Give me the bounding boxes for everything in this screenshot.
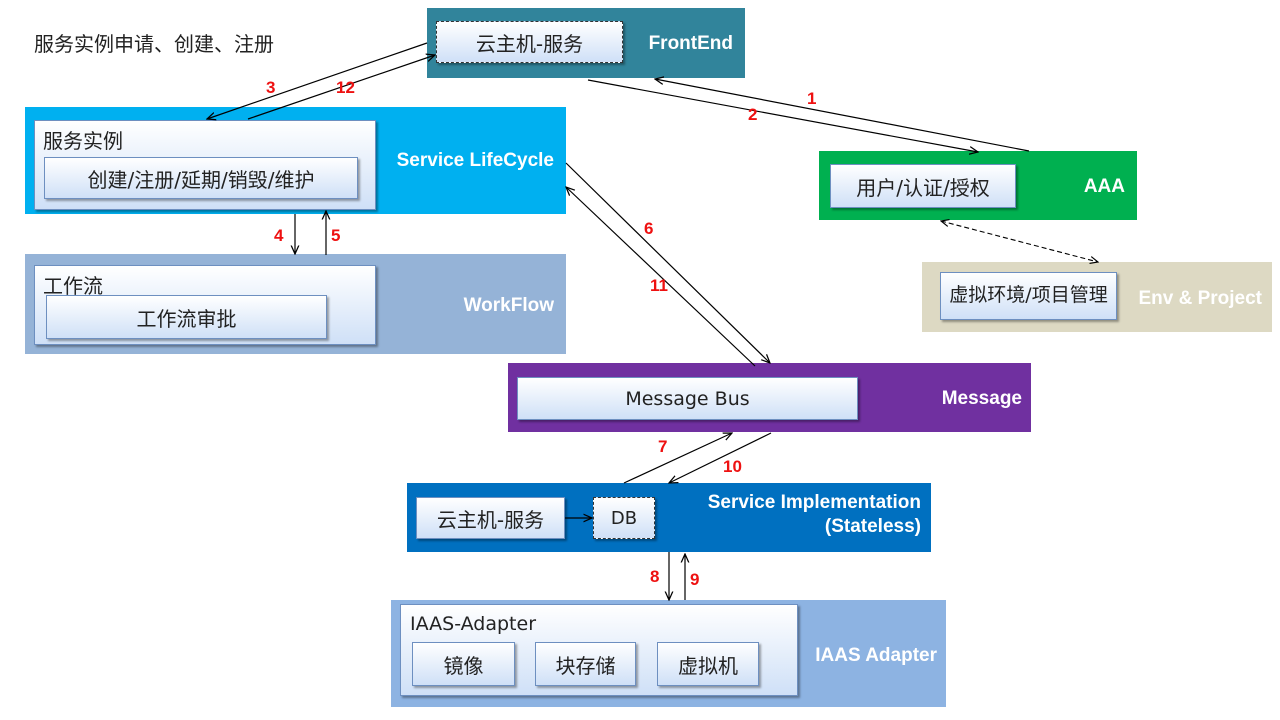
service-instance-box[interactable]: 服务实例 创建/注册/延期/销毁/维护 — [34, 120, 376, 210]
arrow-step-7 — [623, 433, 732, 484]
frontend-band: 云主机-服务 FrontEnd — [427, 8, 745, 78]
step-number-6: 6 — [644, 219, 654, 238]
arrow-step-10 — [669, 432, 772, 483]
env-band: 虚拟环境/项目管理 Env & Project — [922, 262, 1272, 332]
frontend-label: FrontEnd — [648, 33, 733, 54]
iaas-adapter-label: IAAS-Adapter — [410, 613, 537, 635]
step-number-9: 9 — [690, 570, 700, 589]
step-number-2: 2 — [748, 105, 758, 124]
aaa-label: AAA — [1083, 176, 1125, 197]
block-storage-box[interactable]: 块存储 — [535, 642, 636, 686]
step-number-8: 8 — [650, 567, 660, 586]
env-box[interactable]: 虚拟环境/项目管理 — [940, 272, 1117, 320]
message-label: Message — [941, 388, 1022, 409]
message-band: Message Bus Message — [508, 363, 1031, 432]
lifecycle-actions-box[interactable]: 创建/注册/延期/销毁/维护 — [44, 157, 358, 199]
lifecycle-label: Service LifeCycle — [396, 150, 554, 171]
diagram-title: 服务实例申请、创建、注册 — [34, 32, 274, 56]
impl-label-line2: (Stateless) — [824, 515, 921, 537]
step-number-5: 5 — [331, 226, 341, 245]
step-number-4: 4 — [274, 226, 284, 245]
service-instance-label: 服务实例 — [43, 129, 123, 153]
iaas-adapter-box[interactable]: IAAS-Adapter 镜像 块存储 虚拟机 — [400, 604, 798, 696]
workflow-band: 工作流 工作流审批 WorkFlow — [25, 254, 566, 354]
lifecycle-band: 服务实例 创建/注册/延期/销毁/维护 Service LifeCycle — [25, 107, 566, 214]
arrow-step-3 — [207, 42, 428, 119]
image-box[interactable]: 镜像 — [412, 642, 515, 686]
impl-label: Service Implementation (Stateless) — [708, 491, 921, 539]
step-number-1: 1 — [807, 89, 817, 108]
step-number-12: 12 — [336, 78, 355, 97]
arrow-step-6 — [565, 162, 770, 363]
impl-band: 云主机-服务 DB Service Implementation (Statel… — [407, 483, 931, 552]
arrow-aaa-env-dashed — [941, 221, 1098, 262]
aaa-box[interactable]: 用户/认证/授权 — [830, 164, 1016, 208]
frontend-service-box[interactable]: 云主机-服务 — [436, 21, 623, 63]
env-label: Env & Project — [1138, 288, 1262, 309]
step-number-7: 7 — [658, 437, 668, 456]
workflow-label: WorkFlow — [463, 295, 554, 316]
arrow-step-1 — [655, 79, 1030, 152]
virtual-machine-box[interactable]: 虚拟机 — [657, 642, 759, 686]
workflow-outer-label: 工作流 — [43, 274, 103, 298]
impl-service-box[interactable]: 云主机-服务 — [416, 497, 565, 539]
workflow-box[interactable]: 工作流 工作流审批 — [34, 265, 376, 345]
arrow-step-2 — [587, 79, 978, 152]
db-box[interactable]: DB — [593, 497, 655, 539]
arrow-step-12 — [247, 55, 435, 120]
iaas-band: IAAS-Adapter 镜像 块存储 虚拟机 IAAS Adapter — [391, 600, 946, 707]
aaa-band: 用户/认证/授权 AAA — [819, 151, 1137, 220]
arrow-step-11 — [566, 187, 756, 367]
step-number-11: 11 — [650, 276, 668, 295]
workflow-approval-box[interactable]: 工作流审批 — [46, 295, 327, 339]
step-number-3: 3 — [266, 78, 276, 97]
impl-label-line1: Service Implementation — [707, 492, 921, 513]
iaas-label: IAAS Adapter — [815, 645, 937, 666]
message-bus-box[interactable]: Message Bus — [517, 377, 858, 420]
step-number-10: 10 — [723, 457, 742, 476]
